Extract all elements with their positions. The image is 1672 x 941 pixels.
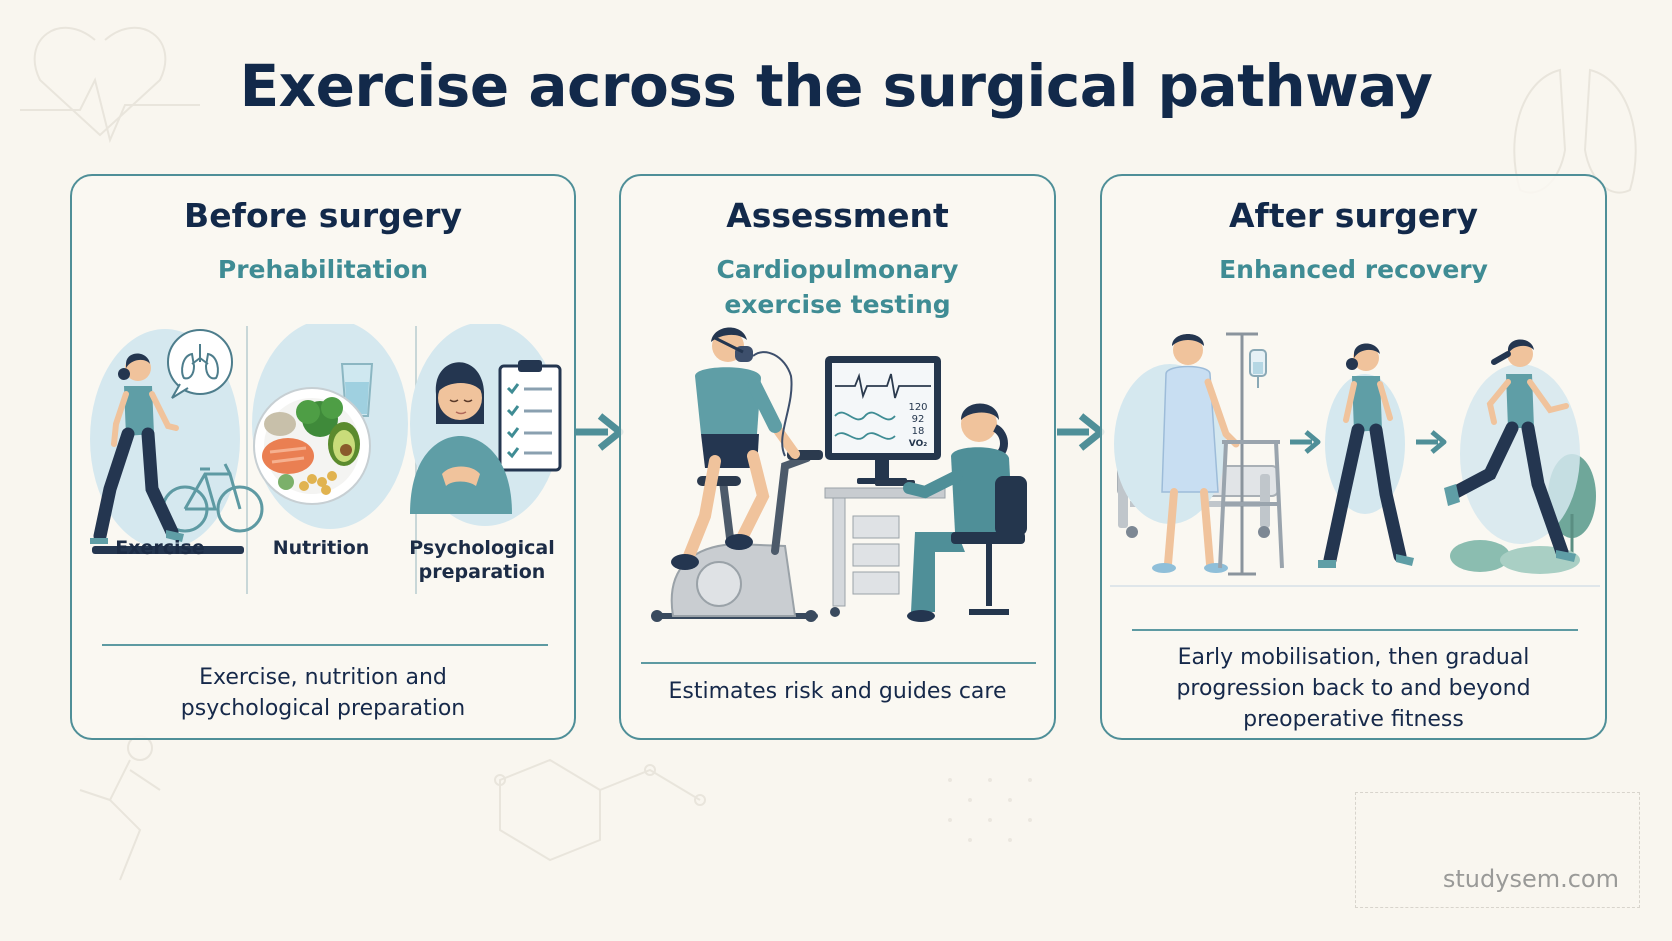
- caption-line: Exercise, nutrition and: [199, 665, 447, 690]
- cyclist-figure: [671, 327, 800, 570]
- calm-woman-figure: [410, 362, 512, 514]
- item-psychological-label: Psychological preparation: [402, 536, 562, 584]
- molecule-outline-icon: [499, 758, 701, 862]
- exercise-bike: [651, 450, 823, 622]
- panel-assessment: Assessment Cardiopulmonary exercise test…: [619, 174, 1056, 740]
- monitor-value: 120: [908, 402, 927, 413]
- recovery-illustration: [1110, 332, 1600, 587]
- item-psychological-line: Psychological: [409, 537, 555, 559]
- walking-woman-figure: [90, 353, 184, 544]
- iv-stand-icon: [1226, 332, 1267, 576]
- runner-outline-icon: [79, 759, 161, 881]
- panel-title: Before surgery: [184, 196, 462, 235]
- checklist-icon: [498, 360, 562, 472]
- panel-divider: [102, 644, 548, 646]
- food-plate-icon: [253, 387, 371, 505]
- watermark-box: studysem.com: [1355, 792, 1640, 908]
- arrow-right-icon: [1057, 413, 1105, 451]
- item-nutrition-label: Nutrition: [272, 537, 370, 559]
- panel-caption: Exercise, nutrition and psychological pr…: [72, 662, 574, 724]
- arrow-right-icon: [1416, 430, 1447, 454]
- panel-title: Assessment: [726, 196, 949, 235]
- item-exercise-label: Exercise: [115, 537, 205, 559]
- heartbeat-line-icon: [20, 77, 200, 144]
- running-woman-figure: [1444, 339, 1576, 562]
- panel-after-surgery: After surgery Enhanced recovery: [1100, 174, 1607, 740]
- arrow-right-icon: [576, 413, 624, 451]
- panel-caption: Early mobilisation, then gradual progres…: [1102, 642, 1605, 735]
- lungs-icon: [167, 329, 233, 399]
- page-title: Exercise across the surgical pathway: [239, 52, 1433, 120]
- caption-line: progression back to and beyond: [1176, 676, 1531, 701]
- panel-subtitle: Cardiopulmonary exercise testing: [621, 252, 1054, 322]
- treadmill-belt: [92, 546, 244, 554]
- monitor-value: 92: [912, 414, 925, 425]
- panel-subtitle: Enhanced recovery: [1219, 255, 1488, 284]
- arrow-right-icon: [1290, 430, 1321, 454]
- panel-caption: Estimates risk and guides care: [668, 679, 1007, 704]
- item-psychological-line: preparation: [418, 561, 546, 583]
- cpet-illustration: 120 92 18 VO₂: [651, 327, 1027, 622]
- subtitle-line: exercise testing: [724, 290, 951, 319]
- clinician-figure: [903, 403, 1027, 622]
- panel-divider: [641, 662, 1036, 664]
- walking-woman-figure: [1318, 343, 1414, 568]
- heart-outline-icon: [33, 26, 167, 137]
- monitor-value: 18: [912, 426, 925, 437]
- watermark-text: studysem.com: [1442, 865, 1619, 893]
- panel-title: After surgery: [1228, 196, 1478, 235]
- caption-line: psychological preparation: [180, 696, 466, 721]
- monitor-value: VO₂: [909, 439, 927, 449]
- caption-line: preoperative fitness: [1243, 707, 1464, 732]
- ecg-monitor: 120 92 18 VO₂: [825, 356, 941, 484]
- panel-divider: [1132, 629, 1578, 631]
- caption-line: Early mobilisation, then gradual: [1177, 645, 1530, 670]
- panel-subtitle: Prehabilitation: [217, 255, 429, 284]
- desk: [824, 480, 946, 617]
- prehab-illustration: [90, 324, 562, 594]
- panel-before-surgery: Before surgery Prehabilitation: [70, 174, 576, 740]
- patient-with-walker-figure: [1152, 334, 1284, 573]
- subtitle-line: Cardiopulmonary: [716, 255, 959, 284]
